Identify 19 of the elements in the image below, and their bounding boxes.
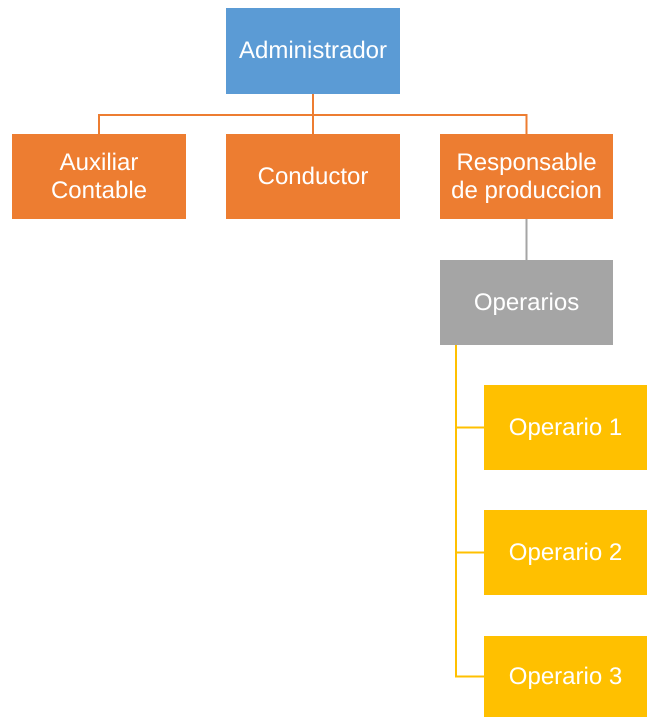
position-box [12, 134, 186, 219]
position-box [440, 260, 613, 345]
position-box [484, 636, 647, 717]
position-box [440, 134, 613, 219]
connector-line [312, 94, 528, 134]
position-box [226, 134, 400, 219]
position-title: Operario 1 [508, 414, 622, 442]
position-title: Responsable de produccion [450, 148, 603, 204]
position-box [484, 510, 647, 595]
position-title: Operario 2 [508, 538, 622, 566]
position-box [226, 8, 400, 94]
position-title: Operario 3 [508, 662, 622, 690]
connector-line [526, 219, 528, 260]
position-title: Administrador [238, 37, 388, 65]
connector-line [455, 345, 484, 678]
position-title: Auxiliar Contable [50, 148, 148, 204]
position-title: Operarios [474, 288, 580, 316]
position-box [484, 385, 647, 470]
position-title: Conductor [258, 162, 368, 190]
